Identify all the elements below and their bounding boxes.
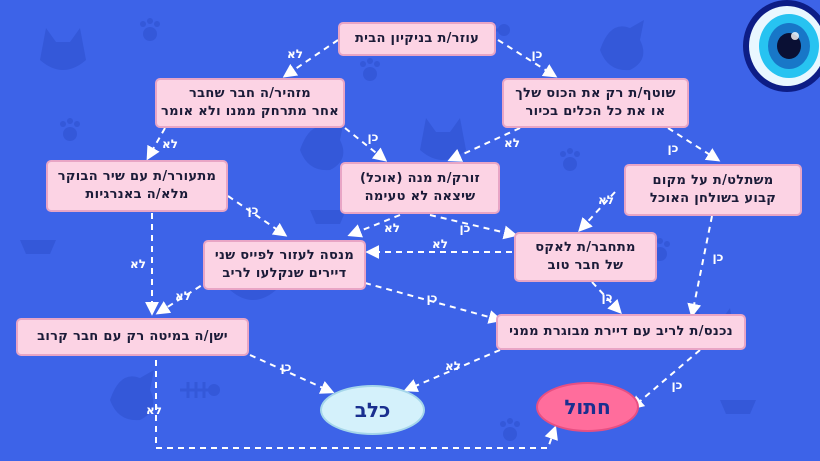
edge-label-yes: כן xyxy=(367,130,379,144)
edge-n6-n10 xyxy=(687,215,713,318)
edge-label-no: לא xyxy=(130,257,146,271)
edge-n9-cat xyxy=(155,360,558,449)
edge-label-yes: כן xyxy=(426,291,438,305)
question-morning-song: מתעורר/ת עם שיר הבוקר מלא/ה באנרגיות xyxy=(46,160,228,212)
edge-label-yes: כן xyxy=(601,290,613,304)
edge-label-no: לא xyxy=(504,136,520,150)
eye-icon xyxy=(743,0,820,92)
dog-silhouette-icon xyxy=(300,120,344,171)
fish-bone-icon xyxy=(180,382,220,398)
edge-label-no: לא xyxy=(175,289,191,303)
question-mediate-fight: מנסה לעזור לפייס שני דיירים שנקלעו לריב xyxy=(203,240,366,290)
edge-label-no: לא xyxy=(432,237,448,251)
edge-label-no: לא xyxy=(146,403,162,417)
paw-icon xyxy=(500,418,520,441)
edge-n2-n4 xyxy=(146,127,166,161)
cat-silhouette-icon xyxy=(40,28,86,70)
edge-label-yes: כן xyxy=(247,203,259,217)
edge-label-yes: כן xyxy=(712,250,724,264)
edge-n6-n8 xyxy=(578,191,616,233)
paw-icon xyxy=(560,148,580,171)
edge-n4-n7 xyxy=(227,195,288,237)
edge-label-no: לא xyxy=(162,137,178,151)
edge-label-yes: כן xyxy=(531,47,543,61)
edge-n3-n5 xyxy=(447,127,521,162)
edge-label-no: לא xyxy=(287,47,303,61)
edge-n10-cat xyxy=(629,349,701,410)
edge-n5-n8 xyxy=(429,214,518,240)
question-fight-elder: נכנס/ת לריב עם דיירת מבוגרת ממני xyxy=(496,314,746,350)
edge-n2-n5 xyxy=(344,127,388,162)
edge-n8-n10 xyxy=(591,281,622,315)
edge-n3-n6 xyxy=(667,127,721,162)
edge-label-yes: כן xyxy=(459,221,471,235)
paw-icon xyxy=(360,58,380,81)
food-bowl-icon xyxy=(310,210,346,224)
result-cat: חתול xyxy=(536,382,639,432)
edge-n1-n3 xyxy=(497,39,558,78)
edge-label-yes: כן xyxy=(667,141,679,155)
paw-icon xyxy=(60,118,80,141)
question-fixed-seat: משתלט/ת על מקום קבוע בשולחן האוכל xyxy=(624,164,802,216)
question-clean-house: עוזר/ת בניקיון הבית xyxy=(338,22,496,56)
question-throw-food: זורק/ת מנה (אוכל) שיצאה לא טעימה xyxy=(340,162,500,214)
food-bowl-icon xyxy=(720,400,756,414)
question-wash-dishes: שוטף/ת רק את הכוס שלך או את כל הכלים בכי… xyxy=(502,78,689,128)
edge-label-yes: כן xyxy=(280,360,292,374)
edge-n5-n7 xyxy=(347,214,401,238)
paw-icon xyxy=(140,18,160,41)
question-sleep-bed: ישן/ה במיטה רק עם חבר קרוב xyxy=(16,318,249,356)
edge-label-no: לא xyxy=(384,221,400,235)
question-date-ex: מתחבר/ת לאקס של חבר טוב xyxy=(514,232,657,282)
dog-silhouette-icon xyxy=(110,370,154,421)
edge-n7-n10 xyxy=(364,282,503,324)
result-dog: כלב xyxy=(320,385,425,435)
edge-label-yes: כן xyxy=(671,378,683,392)
edge-label-no: לא xyxy=(445,359,461,373)
food-bowl-icon xyxy=(20,240,56,254)
dog-silhouette-icon xyxy=(600,20,644,71)
edge-n9-dog xyxy=(249,354,335,394)
edge-label-no: לא xyxy=(598,193,614,207)
question-warn-friend: מזהיר/ה חבר שחבר אחר מתרחק ממנו ולא אומר xyxy=(155,78,345,128)
